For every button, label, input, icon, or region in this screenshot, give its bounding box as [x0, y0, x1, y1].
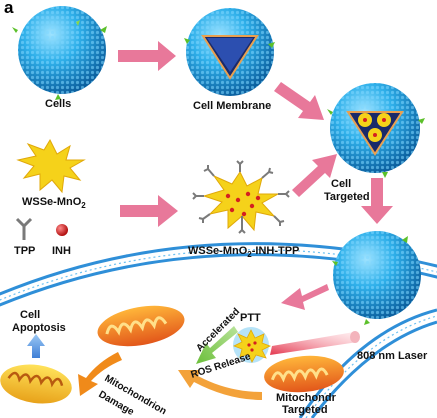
cell-sphere: [12, 6, 107, 100]
panel-letter: a: [4, 0, 14, 17]
mito-targeted-label-2: Targeted: [282, 404, 328, 416]
apoptosis-arrow: [27, 334, 45, 358]
nanocomposite-subscript: 2: [247, 250, 252, 260]
targeted-sphere: [332, 231, 421, 325]
mitochondrion-healthy: [97, 305, 185, 347]
orange-arrow-ros-release: [178, 370, 262, 400]
orange-arrow-mito-damage: [78, 352, 122, 396]
pink-arrow-cells-to-membrane: [118, 41, 176, 71]
pink-arrow-loaded-to-targeted: [361, 178, 393, 224]
mitochondrion-targeted: [264, 355, 344, 393]
accelerated-arrow: [196, 326, 238, 364]
ros-release-label: ROS Release: [190, 351, 253, 381]
apoptosis-label-2: Apoptosis: [12, 322, 66, 334]
nanocomposite-text-b: -INH-TPP: [251, 245, 300, 257]
cell-membrane-sphere: [184, 8, 275, 96]
inh-label: INH: [52, 245, 71, 257]
nanocomposite-particle: [192, 160, 290, 234]
tpp-label: TPP: [14, 245, 36, 257]
pink-arrow-wsse-to-nanocomposite: [120, 195, 178, 227]
cell-targeted-label-2: Targeted: [324, 191, 370, 203]
mitochondrion-membrane-arc: [298, 308, 437, 418]
tpp-icon: [15, 217, 33, 240]
nanocomposite-label: WSSe-MnO2-INH-TPP: [188, 245, 299, 261]
wsse-mno2-nanosheet: [16, 138, 86, 194]
cell-targeted-label-1: Cell: [331, 178, 352, 190]
nanocomposite-text-a: WSSe-MnO: [188, 245, 248, 257]
laser-label: 808 nm Laser: [357, 350, 428, 362]
pink-arrow-targeted-to-mito: [281, 284, 329, 310]
wsse-mno2-label: WSSe-MnO2: [22, 196, 86, 212]
apoptosis-label-1: Cell: [20, 309, 41, 321]
laser-beam: [270, 331, 360, 355]
cell-membrane-label: Cell Membrane: [193, 100, 272, 112]
ptt-nanoparticle: [233, 327, 271, 363]
wsse-mno2-text: WSSe-MnO: [22, 196, 82, 208]
wsse-mno2-subscript: 2: [81, 201, 86, 211]
mito-targeted-label-1: Mitochondr: [276, 392, 336, 404]
mitochondrion-damaged: [0, 364, 72, 404]
cells-label: Cells: [45, 98, 72, 110]
ptt-label: PTT: [240, 312, 261, 324]
pink-arrow-membrane-to-loaded: [274, 82, 324, 120]
inh-icon: [56, 224, 68, 236]
loaded-membrane-sphere: [327, 83, 425, 178]
pink-arrow-nanocomposite-to-loaded: [292, 154, 337, 197]
